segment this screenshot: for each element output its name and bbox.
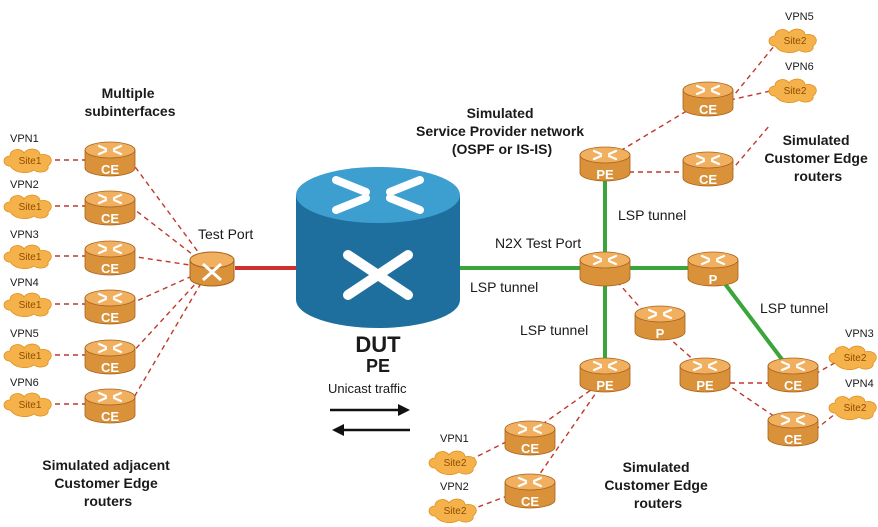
svg-text:CE: CE — [699, 102, 717, 117]
left-site-6: VPN6 Site1 — [3, 377, 52, 418]
simulated-ce-top-label: Simulated Customer Edge routers — [764, 132, 871, 184]
vpn-label: VPN3 — [845, 328, 874, 340]
p-router-right: P — [686, 250, 740, 288]
svg-text:PE: PE — [596, 378, 614, 393]
pe-router-bottom: PE — [578, 356, 632, 394]
site-label: Site1 — [19, 351, 42, 362]
ce-router: CE — [83, 189, 137, 227]
n2x-test-port-label: N2X Test Port — [495, 235, 581, 251]
svg-text:CE: CE — [699, 172, 717, 187]
svg-text:CE: CE — [784, 432, 802, 447]
p-router-middle: P — [633, 304, 687, 342]
left-ce-routers: CE CE CE CE CE CE — [83, 140, 137, 425]
ce-router: CE — [83, 140, 137, 178]
pe-router-right: PE — [678, 356, 732, 394]
left-site-3: VPN3 Site1 — [3, 229, 52, 270]
right-sites: VPN5 Site2 VPN6 Site2 VPN3 Site2 VPN4 Si… — [428, 11, 877, 524]
ce-router-bottom-1: CE — [503, 419, 557, 457]
vpn-label: VPN4 — [10, 277, 39, 289]
ce-router-top-1: CE — [681, 80, 735, 118]
svg-text:CE: CE — [101, 162, 119, 177]
site-label: Site2 — [784, 86, 807, 97]
test-port-router — [189, 251, 235, 287]
right-site-vpn5: VPN5 Site2 — [768, 11, 817, 54]
vpn-label: VPN6 — [10, 377, 39, 389]
svg-text:CE: CE — [101, 211, 119, 226]
pe-router-top: PE — [578, 145, 632, 183]
left-sites: VPN1 Site1 VPN2 Site1 VPN3 Site1 VPN4 Si… — [3, 133, 52, 418]
site-label: Site1 — [19, 300, 42, 311]
lsp-tunnel-label-3: LSP tunnel — [520, 322, 588, 338]
svg-text:PE: PE — [596, 167, 614, 182]
svg-text:CE: CE — [521, 494, 539, 509]
site-label: Site1 — [19, 400, 42, 411]
svg-text:CE: CE — [101, 360, 119, 375]
vpn-label: VPN6 — [785, 61, 814, 73]
multiple-subinterfaces-label: Multiple subinterfaces — [84, 85, 175, 119]
vpn-label: VPN2 — [10, 179, 39, 191]
vpn-label: VPN1 — [10, 133, 39, 145]
simulated-adjacent-ce-label: Simulated adjacent Customer Edge routers — [42, 457, 173, 509]
vpn-label: VPN3 — [10, 229, 39, 241]
left-site-5: VPN5 Site1 — [3, 328, 52, 369]
site-label: Site1 — [19, 202, 42, 213]
svg-text:CE: CE — [784, 378, 802, 393]
site-label: Site2 — [844, 403, 867, 414]
svg-text:CE: CE — [521, 441, 539, 456]
site-label: Site2 — [444, 458, 467, 469]
site-label: Site1 — [19, 252, 42, 263]
vpn-label: VPN2 — [440, 481, 469, 493]
right-site-vpn6: VPN6 Site2 — [768, 61, 817, 104]
left-site-4: VPN4 Site1 — [3, 277, 52, 318]
ce-router-bottom-2: CE — [503, 472, 557, 510]
site-label: Site1 — [19, 156, 42, 167]
traffic-arrows — [330, 404, 410, 436]
unicast-traffic-label: Unicast traffic — [328, 381, 407, 396]
simulated-ce-bottom-label: Simulated Customer Edge routers — [604, 459, 711, 511]
left-site-1: VPN1 Site1 — [3, 133, 52, 174]
lsp-tunnel-label-1: LSP tunnel — [470, 279, 538, 295]
test-port-label: Test Port — [198, 226, 253, 242]
vpn-label: VPN1 — [440, 433, 469, 445]
ce-router-right-2: CE — [766, 410, 820, 448]
svg-text:CE: CE — [101, 409, 119, 424]
vpn-label: VPN5 — [10, 328, 39, 340]
svg-text:P: P — [709, 272, 718, 287]
site-label: Site2 — [444, 506, 467, 517]
simulated-sp-label: Simulated Service Provider network (OSPF… — [416, 105, 588, 157]
right-site-vpn4: VPN4 Site2 — [828, 378, 877, 421]
ce-router: CE — [83, 338, 137, 376]
left-site-2: VPN2 Site1 — [3, 179, 52, 220]
svg-text:CE: CE — [101, 310, 119, 325]
ce-router-top-2: CE — [681, 150, 735, 188]
bottom-site-vpn2: VPN2 Site2 — [428, 481, 477, 524]
svg-text:P: P — [656, 326, 665, 341]
svg-text:PE: PE — [696, 378, 714, 393]
dut-pe-label: PE — [366, 356, 390, 376]
bottom-site-vpn1: VPN1 Site2 — [428, 433, 477, 476]
svg-text:CE: CE — [101, 261, 119, 276]
ce-router: CE — [83, 288, 137, 326]
lsp-tunnel-label-4: LSP tunnel — [760, 300, 828, 316]
dut-router — [296, 167, 460, 328]
ce-router: CE — [83, 239, 137, 277]
ce-router-right-1: CE — [766, 356, 820, 394]
ce-router: CE — [83, 387, 137, 425]
n2x-router — [578, 250, 632, 288]
site-label: Site2 — [784, 36, 807, 47]
site-label: Site2 — [844, 353, 867, 364]
vpn-label: VPN5 — [785, 11, 814, 23]
lsp-tunnel-label-2: LSP tunnel — [618, 207, 686, 223]
right-site-vpn3: VPN3 Site2 — [828, 328, 877, 371]
vpn-label: VPN4 — [845, 378, 874, 390]
dut-label: DUT — [355, 332, 401, 357]
